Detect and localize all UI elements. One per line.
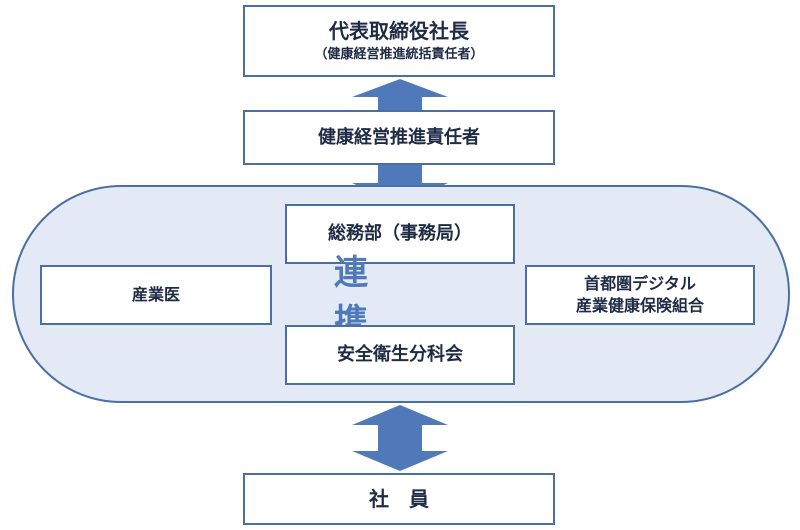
general-affairs-label: 総務部（事務局） bbox=[328, 223, 472, 244]
health-insurance-line2: 産業健康保険組合 bbox=[575, 296, 704, 315]
general-affairs-box: 総務部（事務局） bbox=[285, 204, 515, 264]
industrial-physician-box: 産業医 bbox=[40, 265, 272, 325]
health-insurance-box: 首都圏デジタル 産業健康保険組合 bbox=[525, 265, 755, 325]
double-arrow-icon bbox=[352, 405, 448, 471]
collaboration-label: 連 携 bbox=[334, 253, 446, 342]
ceo-subtitle: （健康経営推進統括責任者） bbox=[314, 47, 484, 62]
ceo-box: 代表取締役社長 （健康経営推進統括責任者） bbox=[243, 5, 555, 77]
manager-box: 健康経営推進責任者 bbox=[243, 110, 555, 165]
ceo-title: 代表取締役社長 bbox=[329, 19, 469, 43]
manager-title: 健康経営推進責任者 bbox=[318, 126, 480, 148]
double-arrow-icon bbox=[352, 79, 448, 113]
safety-committee-box: 安全衛生分科会 bbox=[285, 325, 515, 385]
employees-label: 社 員 bbox=[369, 487, 429, 511]
health-insurance-line1: 首都圏デジタル bbox=[584, 274, 696, 293]
employees-box: 社 員 bbox=[243, 473, 555, 525]
safety-committee-label: 安全衛生分科会 bbox=[337, 344, 463, 365]
industrial-physician-label: 産業医 bbox=[131, 285, 180, 304]
